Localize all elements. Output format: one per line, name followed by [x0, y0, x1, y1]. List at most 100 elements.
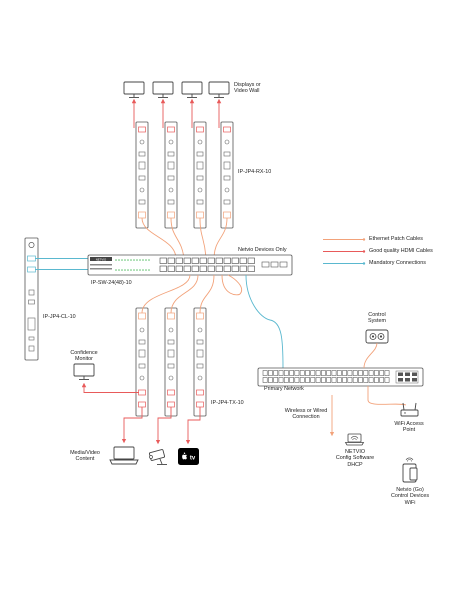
primary-switch-port: [305, 377, 310, 383]
cl-unit: [24, 237, 39, 361]
legend-mandatory-label: Mandatory Connections: [369, 260, 426, 266]
primary-switch-port: [305, 370, 310, 376]
switch-port: [239, 257, 247, 264]
rx-unit: [164, 121, 178, 229]
primary-switch-port: [336, 370, 342, 376]
tx-unit: [193, 307, 207, 417]
primary-network-switch: [257, 367, 424, 387]
apple-tv-label: tv: [190, 455, 196, 461]
switch-port: [199, 257, 207, 264]
netvio-only-label: Netvio Devices Only: [238, 247, 287, 253]
primary-switch-port: [368, 370, 374, 376]
primary-switch-port: [342, 377, 347, 383]
confidence-label-line2: Monitor: [75, 356, 93, 363]
switch-ports: [159, 257, 255, 272]
switch-port: [159, 265, 167, 272]
switch-port: [167, 265, 175, 272]
netvio-config-label-line2: Config Software: [335, 455, 375, 462]
netvio-go-label-line1: Netvio (Go): [396, 487, 424, 493]
switch-port: [191, 265, 199, 272]
display-icon: [181, 81, 203, 98]
wireless-label-line2: Connection: [292, 414, 320, 421]
primary-switch-port: [374, 370, 379, 376]
primary-switch-port: [310, 377, 316, 383]
cl-label: IP-JP4-CL-10: [43, 314, 76, 320]
wifi-label-line2: Point: [402, 427, 416, 434]
control-system-icon: [365, 329, 389, 344]
switch-port: [215, 265, 223, 272]
confidence-label: Confidence Monitor: [64, 350, 104, 363]
netvio-config-label: NETVIO Config Software DHCP: [328, 449, 382, 468]
primary-switch-port: [352, 377, 358, 383]
hdmi-rx-to-display-cables: [131, 98, 222, 128]
primary-switch-port: [331, 377, 337, 383]
primary-switch-port: [384, 377, 390, 383]
hdmi-source-to-tx-cables: [121, 407, 201, 445]
tx-unit: [164, 307, 178, 417]
primary-switch-port: [283, 377, 289, 383]
switch-port: [159, 257, 167, 264]
media-label-line1: Media/Video: [70, 450, 100, 456]
control-system-label: Control System: [357, 312, 397, 325]
camera-icon: [148, 449, 167, 465]
primary-switch-port: [273, 370, 279, 376]
primary-switch-port: [363, 377, 369, 383]
primary-switch-port: [278, 377, 284, 383]
primary-switch-ports: [262, 370, 390, 383]
primary-switch-port: [289, 377, 294, 383]
displays-label-line2: Video Wall: [234, 88, 260, 95]
primary-switch-port: [294, 370, 300, 376]
displays-label: Displays or Video Wall: [234, 82, 261, 95]
primary-switch-port: [262, 377, 268, 383]
primary-switch-port: [273, 377, 279, 383]
rx-unit: [193, 121, 207, 229]
switch-port: [207, 265, 215, 272]
display-icon: [123, 81, 145, 98]
media-label-line2: Content: [75, 456, 95, 463]
switch-port: [239, 265, 247, 272]
switch-port: [247, 265, 255, 272]
primary-switch-port: [299, 370, 305, 376]
switch-port: [223, 257, 231, 264]
ethernet-switch-to-tx-cables: [141, 274, 242, 314]
primary-switch-port: [379, 377, 385, 383]
switch-port: [191, 257, 199, 264]
switch-port: [183, 265, 191, 272]
displays-label-line1: Displays or: [234, 82, 261, 88]
legend-hdmi-label: Good quality HDMI Cables: [369, 248, 433, 254]
switch-port: [231, 265, 239, 272]
netvio-go-label-line2: Control Devices: [390, 493, 430, 500]
display-icon: [208, 81, 230, 98]
primary-switch-port: [336, 377, 342, 383]
primary-switch-port: [283, 370, 289, 376]
control-label-line1: Control: [368, 312, 386, 318]
hdmi-tx-to-confidence-cable: [81, 382, 139, 393]
primary-switch-port: [262, 370, 268, 376]
primary-switch-port: [342, 370, 347, 376]
phone-tablet-icon: [402, 457, 418, 483]
switch-brand-label: NETVIO: [96, 257, 107, 261]
primary-switch-port: [358, 377, 363, 383]
rx-unit: [135, 121, 149, 229]
primary-switch-port: [368, 377, 374, 383]
confidence-label-line1: Confidence: [70, 350, 98, 356]
primary-switch-port: [315, 377, 321, 383]
primary-switch-port: [299, 377, 305, 383]
switch-port: [199, 265, 207, 272]
confidence-monitor-icon: [73, 363, 95, 380]
primary-switch-port: [352, 370, 358, 376]
primary-switch-port: [278, 370, 284, 376]
primary-switch-port: [268, 377, 273, 383]
primary-switch-port: [331, 370, 337, 376]
primary-switch-port: [384, 370, 390, 376]
primary-switch-port: [289, 370, 294, 376]
switch-port: [167, 257, 175, 264]
switch-port: [207, 257, 215, 264]
rx-unit: [220, 121, 234, 229]
primary-switch-port: [347, 370, 353, 376]
primary-switch-port: [268, 370, 273, 376]
primary-switch-port: [315, 370, 321, 376]
primary-switch-port: [321, 370, 326, 376]
netvio-go-label-line3: WiFi: [404, 499, 416, 506]
